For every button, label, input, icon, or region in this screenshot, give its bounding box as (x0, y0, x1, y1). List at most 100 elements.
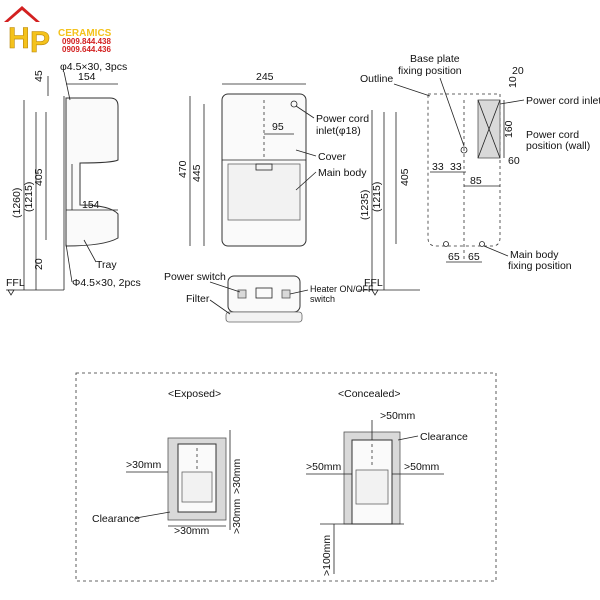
power-cord-leader (295, 105, 315, 119)
base-plate-fix-point (460, 146, 468, 154)
exposed-clearance-leader (135, 511, 171, 519)
tray-leader (83, 239, 97, 263)
clearance-frame (75, 372, 497, 582)
concealed-top-dim: >50mm (380, 410, 416, 422)
outline-label: Outline (360, 73, 393, 85)
screws-top-leader (63, 71, 71, 101)
dim-470: 470 (177, 160, 189, 178)
dim-20: 20 (33, 258, 45, 270)
logo-letter-p: P (30, 26, 50, 59)
dim-60: 60 (508, 155, 520, 167)
hand-cavity (227, 163, 301, 221)
wall-ffl-marker-icon (371, 289, 379, 296)
dim-405: 405 (33, 168, 45, 186)
main-body-fix-label-2: fixing position (508, 260, 572, 272)
dim-445: 445 (191, 164, 203, 182)
logo-phone-2: 0909.644.436 (62, 45, 111, 54)
dim-45: 45 (33, 70, 45, 82)
dim-33-a: 33 (432, 161, 444, 173)
exposed-cavity (181, 471, 213, 503)
main-body-fix-label-1: Main body (510, 249, 559, 261)
heater-switch-label-1: Heater ON/OFF (310, 284, 374, 294)
exposed-right-dim-2: >30mm (231, 498, 243, 534)
exposed-right-dim: >30mm (231, 458, 243, 494)
exposed-left-dim: >30mm (126, 459, 162, 471)
heater-switch-icon (281, 289, 291, 299)
dim-245: 245 (256, 71, 274, 83)
clearance-section: <Exposed> >30mm >30mm >30mm >30mm Cleara… (75, 372, 497, 582)
cover-label: Cover (318, 151, 347, 163)
wall-view: Base plate fixing position Outline 20 10… (358, 53, 600, 296)
screws-bottom-label: Φ4.5×30, 2pcs (72, 277, 141, 289)
dim-65-a: 65 (448, 251, 460, 263)
concealed-clearance-leader (397, 435, 419, 441)
exposed-clearance-label: Clearance (92, 513, 140, 525)
heater-switch-label-2: switch (310, 294, 335, 304)
power-cord-inlet-marker (290, 100, 298, 108)
outline-leader (393, 83, 431, 97)
power-switch-label: Power switch (164, 271, 226, 283)
power-switch-leader (209, 281, 241, 293)
main-body-fix-point-right (479, 241, 485, 247)
house-roof-icon (4, 6, 40, 22)
logo-letter-h: H (8, 22, 30, 55)
dim-65-b: 65 (468, 251, 480, 263)
power-cord-pos-label-2: position (wall) (526, 140, 590, 152)
bottom-panel (255, 287, 273, 299)
concealed-cavity (355, 469, 389, 505)
ffl-marker-icon (7, 289, 15, 296)
concealed-clearance-label: Clearance (420, 431, 468, 443)
power-cord-inlet-label: Power cord (316, 113, 369, 125)
main-body-label: Main body (318, 167, 367, 179)
power-cord-inlet-label-2: inlet(φ18) (316, 125, 361, 137)
screws-top-label: φ4.5×30, 3pcs (60, 61, 127, 73)
power-cord-pos-label-1: Power cord (526, 129, 579, 141)
hatch-cross-2 (477, 99, 501, 159)
cover-leader (295, 149, 317, 157)
dim-1235: (1235) (359, 190, 371, 220)
dim-10-wall: 10 (507, 76, 519, 88)
outline-shape (427, 93, 501, 247)
power-cord-inlet-wall-label: Power cord inlet (526, 95, 600, 107)
dim-1215-wall: (1215) (371, 182, 383, 212)
dim-160: 160 (503, 120, 515, 138)
concealed-right-dim: >50mm (404, 461, 440, 473)
ffl-label: FFL (6, 277, 25, 289)
front-view: 245 95 470 445 Power cord inlet(φ18) Cov… (177, 71, 369, 247)
dim-154-top: 154 (78, 71, 96, 83)
side-view: 154 154 φ4.5×30, 3pcs 45 (1260) (1215) 4… (6, 61, 141, 296)
dim-154-bottom: 154 (82, 199, 100, 211)
filter-label: Filter (186, 293, 210, 305)
base-plate-label-2: fixing position (398, 65, 462, 77)
concealed-left-dim: >50mm (306, 461, 342, 473)
dim-405-wall: 405 (399, 168, 411, 186)
filter-leader (209, 299, 231, 315)
heater-switch-leader (289, 289, 309, 295)
base-plate-leader (439, 77, 465, 147)
screws-bottom-leader (65, 243, 73, 283)
concealed-floor-dim: >100mm (321, 535, 333, 576)
tray-label: Tray (96, 259, 117, 271)
main-body-fix-leader (483, 245, 509, 257)
filter-strip (225, 311, 303, 323)
nozzle-slot (255, 163, 273, 171)
brand-logo: H P CERAMICS 0909.844.438 0909.644.436 (4, 6, 112, 59)
dim-1215: (1215) (23, 182, 35, 212)
exposed-bottom-dim: >30mm (174, 525, 210, 537)
main-body-leader (295, 171, 317, 191)
logo-phone-1: 0909.844.438 (62, 37, 111, 46)
exposed-title: <Exposed> (168, 388, 221, 400)
dim-33-b: 33 (450, 161, 462, 173)
dryer-side-body (65, 97, 119, 247)
main-body-fix-point-left (443, 241, 449, 247)
power-switch-icon (237, 289, 247, 299)
wall-ffl-label: FFL (364, 277, 383, 289)
logo-brand-text: CERAMICS (58, 28, 112, 39)
base-plate-label-1: Base plate (410, 53, 460, 65)
dim-1260: (1260) (11, 188, 23, 218)
concealed-title: <Concealed> (338, 388, 400, 400)
bottom-view: Power switch Filter Heater ON/OFF switch (164, 271, 374, 323)
dim-95: 95 (272, 121, 284, 133)
dim-20-wall: 20 (512, 65, 524, 77)
